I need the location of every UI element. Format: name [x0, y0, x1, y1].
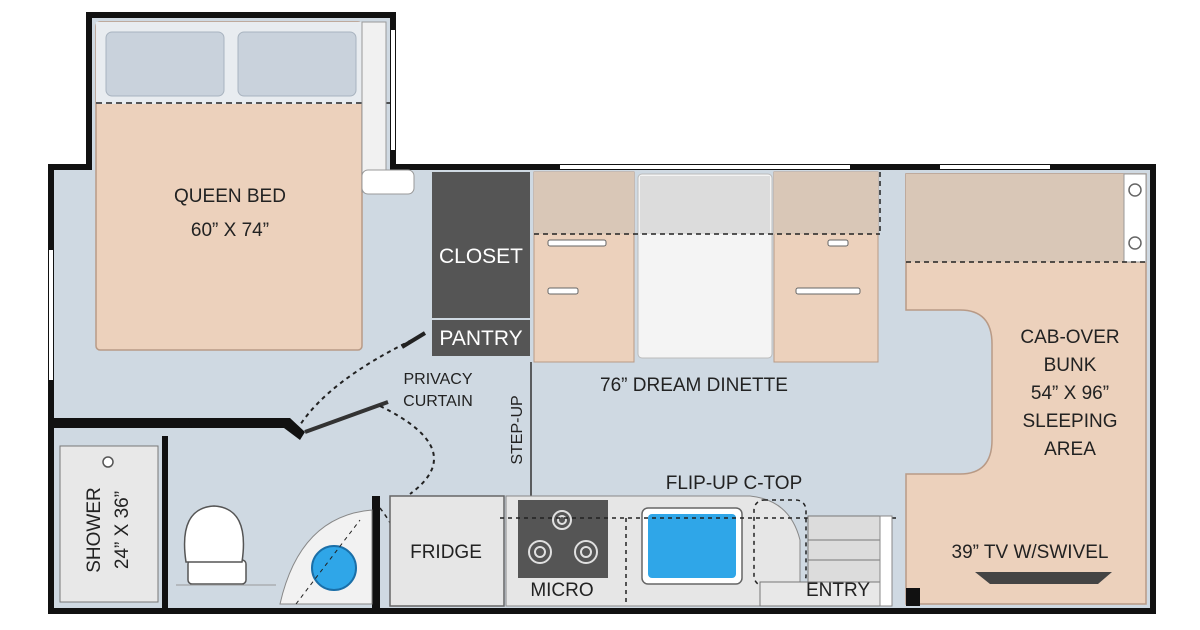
cab-label-1: CAB-OVER	[1020, 327, 1119, 348]
entry: ENTRY	[759, 515, 893, 607]
tv-icon	[975, 572, 1112, 584]
kitchen-counter: MICRO FLIP-UP C-TOP	[500, 473, 900, 607]
queen-bed-label: QUEEN BED	[174, 186, 286, 207]
micro-label: MICRO	[530, 580, 593, 601]
step-up-label: STEP-UP	[509, 395, 526, 464]
windows	[49, 30, 1050, 380]
toilet-icon	[183, 505, 247, 585]
tv-label: 39” TV W/SWIVEL	[952, 542, 1109, 563]
queen-bed-size: 60” X 74”	[191, 220, 269, 241]
dream-dinette: 76” DREAM DINETTE	[533, 171, 881, 396]
cab-label-4: SLEEPING	[1022, 411, 1117, 432]
flip-up-label: FLIP-UP C-TOP	[666, 473, 803, 494]
cab-label-5: AREA	[1044, 439, 1096, 460]
cab-over-bunk: CAB-OVER BUNK 54” X 96” SLEEPING AREA 39…	[905, 173, 1147, 606]
queen-bed: QUEEN BED 60” X 74”	[95, 21, 415, 351]
fridge-label: FRIDGE	[410, 542, 482, 563]
shower-size: 24” X 36”	[112, 491, 133, 569]
step-up: STEP-UP	[509, 362, 532, 500]
pillow-right	[237, 31, 357, 97]
closet: CLOSET	[432, 172, 530, 318]
pillow-left	[105, 31, 225, 97]
curtain-label: CURTAIN	[403, 393, 473, 410]
cab-label-3: 54” X 96”	[1031, 383, 1109, 404]
pantry-label: PANTRY	[439, 327, 522, 350]
privacy-curtain: PRIVACY CURTAIN	[299, 331, 473, 495]
shower-label: SHOWER	[84, 487, 105, 573]
vanity-sink	[279, 507, 404, 605]
closet-label: CLOSET	[439, 245, 523, 268]
dinette-label: 76” DREAM DINETTE	[600, 375, 788, 396]
cab-label-2: BUNK	[1044, 355, 1097, 376]
cooktop	[518, 500, 608, 578]
privacy-label: PRIVACY	[403, 371, 472, 388]
shower: SHOWER 24” X 36”	[59, 445, 159, 603]
bathroom-walls	[52, 418, 380, 608]
sink-bowl-icon	[311, 545, 357, 591]
entry-label: ENTRY	[806, 580, 870, 601]
pantry: PANTRY	[432, 320, 530, 356]
fridge: FRIDGE	[389, 495, 505, 607]
